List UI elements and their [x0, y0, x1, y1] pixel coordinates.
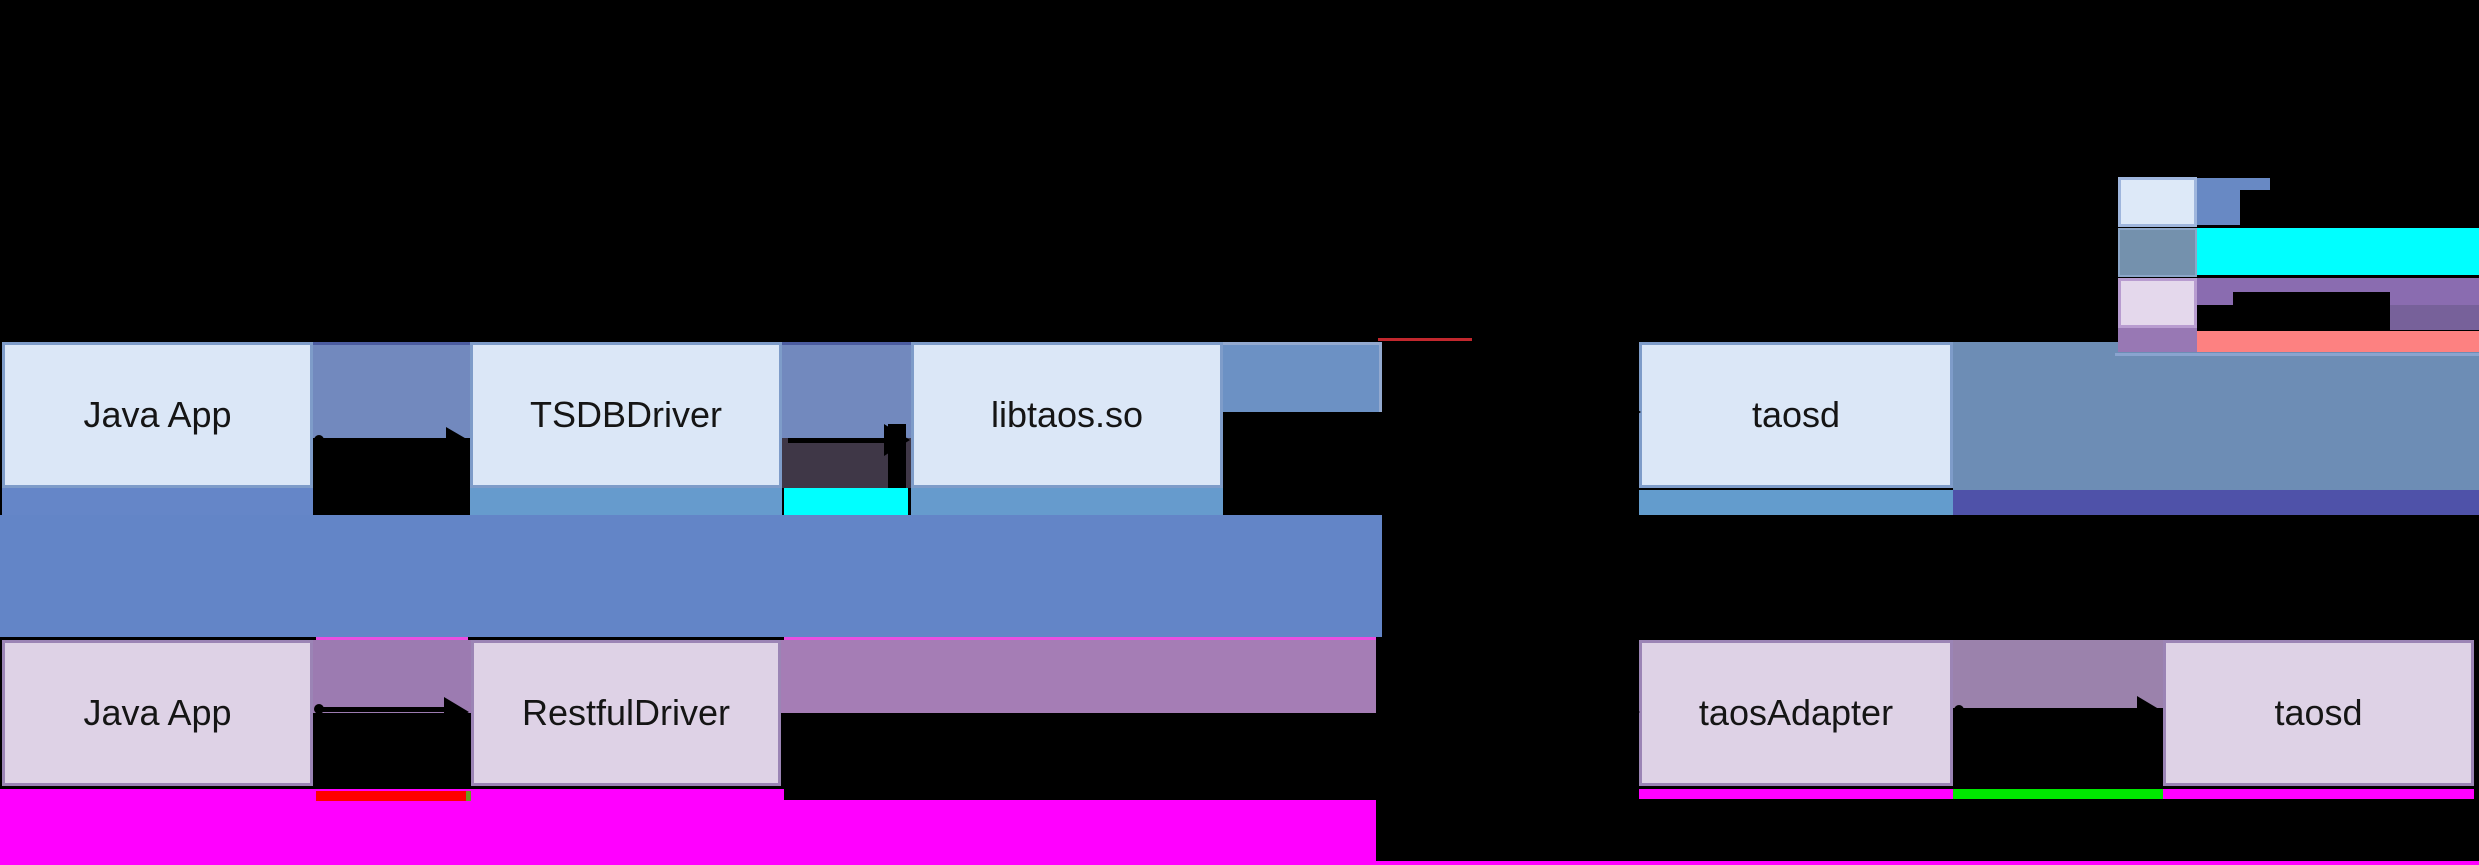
green-sliver	[466, 791, 471, 801]
under-strip-taosd	[1639, 490, 1953, 515]
magenta-hairline-right	[784, 637, 1376, 640]
arrowhead-taosadapter	[1615, 697, 1640, 727]
legend-band-purple-lower	[2390, 305, 2479, 330]
green-marker-strip	[1953, 789, 2163, 799]
band-top-border-line	[2115, 353, 2479, 356]
box-restfuldriver: RestfulDriver	[471, 640, 781, 786]
legend-band-cyan	[2197, 228, 2479, 275]
legend-text-remnant-1	[2240, 190, 2270, 225]
legend-swatch-steel-blue	[2118, 228, 2197, 277]
magenta-bottom-band	[0, 789, 1376, 865]
box-java-app-rest-label: Java App	[83, 692, 232, 733]
under-strip-tsdbdriver	[470, 488, 782, 515]
band-right-of-libtaos	[1223, 342, 1382, 412]
magenta-bottom-hairline	[1376, 861, 2479, 865]
connector-javaapp-tsdbdriver	[313, 342, 470, 438]
arrow-tsdbdriver-to-libtaos	[788, 438, 886, 443]
box-taosd-jni-label: taosd	[1751, 394, 1841, 435]
arrow-bar-libtaos	[888, 424, 906, 488]
box-taosd-jni: taosd	[1639, 342, 1953, 488]
arrowhead-tsdbdriver	[446, 427, 470, 455]
box-tsdbdriver: TSDBDriver	[470, 342, 782, 488]
indigo-strip	[1953, 490, 2479, 515]
arrow-dot-3	[1954, 705, 1964, 715]
black-marker-strip	[784, 789, 1376, 800]
red-connection-line	[1378, 338, 1472, 341]
arrowhead-restfuldriver	[444, 697, 469, 727]
legend-text-remnant-2	[2233, 292, 2390, 330]
magenta-strip-taosadapter	[1639, 789, 1953, 799]
arrowhead-taosd	[1617, 398, 1641, 426]
mauve-band-right-of-restfuldriver	[781, 640, 1376, 713]
connector-taosadapter-taosd	[1953, 640, 2163, 708]
arrowhead-taosd-rest	[2137, 696, 2162, 726]
band-right-of-taosd	[1953, 342, 2479, 490]
cyan-marker-strip	[784, 488, 908, 515]
arrow-libtaos-to-taosd	[1385, 410, 1620, 414]
box-restfuldriver-label: RestfulDriver	[521, 692, 731, 733]
box-taosadapter: taosAdapter	[1639, 640, 1953, 786]
box-libtaos-label: libtaos.so	[990, 394, 1144, 435]
box-taosadapter-label: taosAdapter	[1698, 692, 1894, 733]
connector-tsdbdriver-libtaos	[782, 342, 911, 438]
arrow-javaapp-to-tsdbdriver	[318, 438, 446, 443]
magenta-hairline-left	[316, 637, 468, 640]
arrow-dot-1	[314, 435, 324, 445]
box-taosd-rest-label: taosd	[2274, 692, 2363, 733]
arrow-dot-2	[314, 704, 324, 714]
under-strip-libtaos	[911, 488, 1223, 515]
box-java-app-jni: Java App	[2, 342, 313, 488]
arrow-taosadapter-to-taosd	[1958, 708, 2138, 713]
arrow-restfuldriver-to-taosadapter	[1378, 709, 1618, 713]
magenta-strip-taosd	[2163, 789, 2474, 799]
box-libtaos: libtaos.so	[911, 342, 1223, 488]
box-java-app-jni-label: Java App	[83, 394, 232, 435]
legend-band-salmon	[2197, 331, 2479, 352]
arrow-javaapp-to-restfuldriver	[318, 707, 446, 712]
legend-mauve-block	[2118, 328, 2197, 352]
jni-transport-band	[0, 515, 1382, 637]
legend-swatch-light-blue	[2118, 177, 2197, 227]
box-java-app-rest: Java App	[2, 640, 313, 786]
under-strip-java-app	[2, 488, 313, 515]
box-tsdbdriver-label: TSDBDriver	[529, 394, 722, 435]
red-marker-strip	[316, 791, 466, 801]
box-taosd-rest: taosd	[2163, 640, 2474, 786]
legend-swatch-lavender	[2118, 278, 2197, 328]
